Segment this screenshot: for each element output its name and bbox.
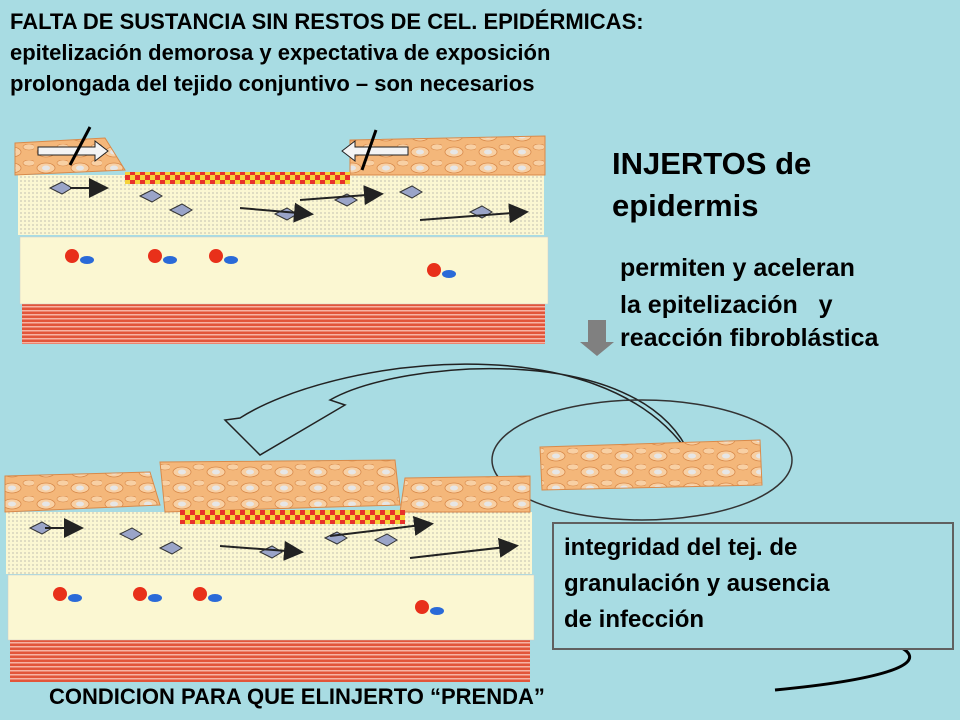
muscle-layer: [10, 640, 530, 682]
epidermis-left: [14, 137, 126, 176]
leukocytes: [53, 587, 444, 615]
wound-crust: [125, 172, 350, 184]
graft-center: [159, 459, 401, 513]
footer-condition: CONDICION PARA QUE ELINJERTO “PRENDA”: [49, 684, 545, 709]
wound-crust: [180, 510, 405, 524]
condition-box: [552, 522, 954, 650]
fibroblastic-reaction-text: reacción fibroblástica: [620, 324, 879, 352]
slide-title: FALTA DE SUSTANCIA SIN RESTOS DE CEL. EP…: [10, 9, 644, 96]
epidermis-right: [399, 475, 531, 513]
down-arrow: [580, 320, 614, 356]
graft-circle: [491, 399, 793, 521]
fibroblasts: [28, 521, 398, 559]
diagram-top: [14, 126, 549, 344]
graft-piece: [539, 439, 763, 491]
diagram-bottom: [4, 459, 535, 682]
leukocytes: [65, 249, 456, 278]
transfer-arrow: [223, 363, 691, 456]
cell-migration-arrow-right: [341, 139, 409, 163]
dermis-lower: [7, 574, 535, 641]
dermis-lower: [19, 236, 549, 305]
epidermis-right: [349, 135, 546, 176]
benefits-text: permiten y aceleran la epitelización y: [620, 254, 855, 319]
epidermis-left: [4, 471, 161, 513]
heading-injertos: INJERTOS de epidermis: [612, 146, 812, 223]
migration-arrows: [70, 178, 529, 224]
muscle-layer: [22, 304, 545, 344]
condition-text: integridad del tej. de granulación y aus…: [564, 534, 830, 633]
cell-migration-arrow-left: [37, 139, 109, 163]
migration-arrows: [45, 515, 519, 561]
